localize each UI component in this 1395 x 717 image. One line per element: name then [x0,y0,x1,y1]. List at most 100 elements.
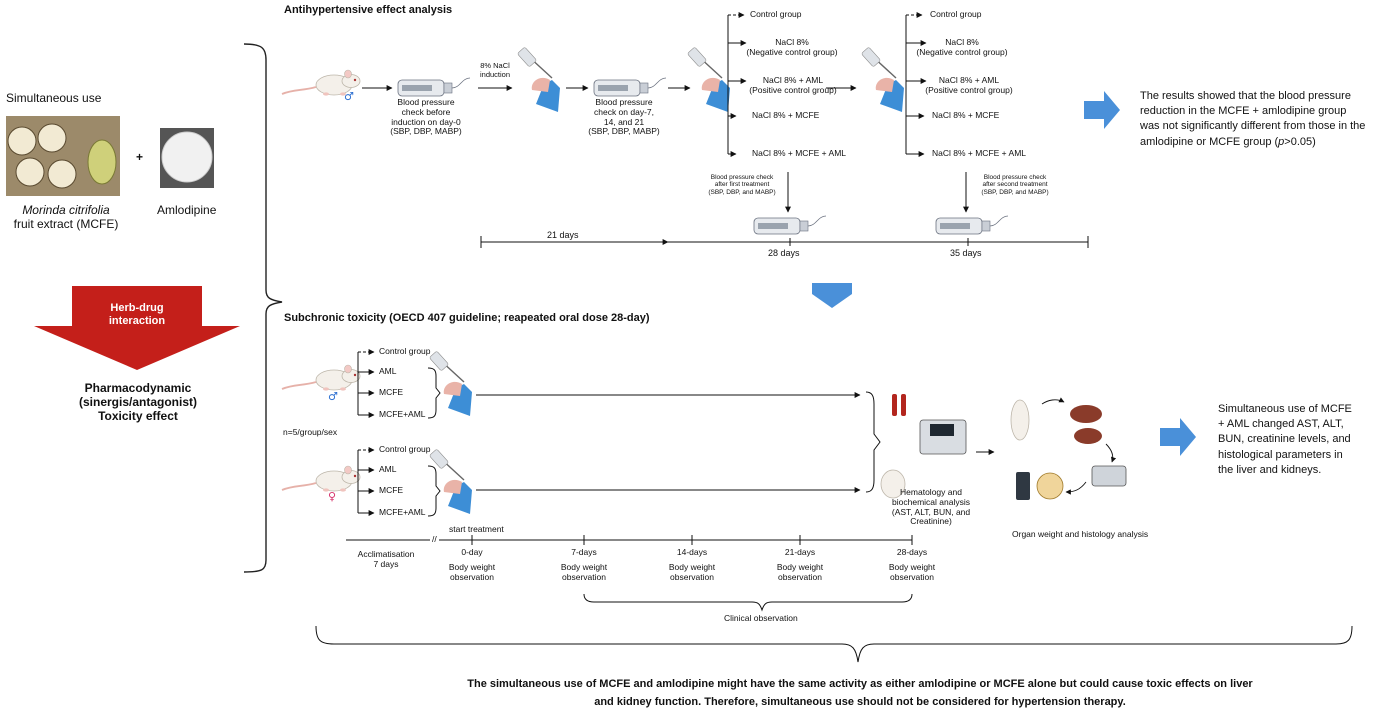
blue-arrow-down-between-sections [812,283,852,308]
tox-result-line-5: the liver and kidneys. [1218,463,1322,476]
male-control: Control group [379,346,431,356]
antihypertensive-title: Antihypertensive effect analysis [284,4,453,16]
bw28-line-1: Body weight [888,562,936,572]
bw14-line-1: Body weight [668,562,716,572]
hema-line-2: biochemical analysis [892,496,970,507]
blood-tube-icon-2 [901,394,906,416]
bp-first-line-1: Blood pressure check [710,174,774,181]
tox-result-line-1: Simultaneous use of MCFE [1218,403,1352,415]
bp-check2-line-1: Blood pressure [595,97,653,107]
conclusion-text: The simultaneous use of MCFE and amlodip… [300,676,1395,711]
bp-check2-label: Blood pressure check on day-7, 14, and 2… [582,97,666,137]
kidney-icon [1074,428,1102,444]
effects-line-3: Toxicity effect [98,408,178,423]
bw7-line-2: observation [562,571,606,582]
timeline-break-mark: // [430,534,439,545]
tox-result-line-4: histological parameters in [1218,448,1343,461]
cycle-arrow-1 [1041,397,1065,405]
bw28-line-2: observation [890,571,934,582]
conclusion-line-1: The simultaneous use of MCFE and amlodip… [467,678,1253,690]
conclusion-brace [315,625,1353,663]
days-35-label: 35 days [950,248,982,258]
g2-pos-line-1: NaCl 8% + AML [938,75,1000,85]
bp-device-icon-2 [593,77,667,97]
g2-neg: NaCl 8% (Negative control group) [908,37,1016,58]
bp-second-line-3: (SBP, DBP, and MABP) [981,188,1049,196]
male-group-brace [427,367,441,419]
bw7-line-1: Body weight [560,562,608,572]
bp-second-line-1: Blood pressure check [983,174,1047,181]
tox-result-text: Simultaneous use of MCFE + AML changed A… [1218,402,1352,478]
noni-whole-fruit [87,139,117,185]
syringe-hand-icon-2 [686,46,731,113]
effects-label: Pharmacodynamic (sinergis/antagonist) To… [20,381,256,423]
hema-line-4: Creatinine) [910,516,952,527]
clinical-observation-brace [583,593,913,612]
n-per-group-label: n=5/group/sex [283,427,338,437]
bp-before-label: Blood pressure check before induction on… [384,97,468,137]
hematology-label: Hematology and biochemical analysis (AST… [882,487,980,527]
female-symbol-tox: ♀ [328,490,336,503]
g1-mcfe: NaCl 8% + MCFE [752,110,820,120]
hema-line-3: (AST, ALT, BUN, and [891,506,971,517]
bp-before-line-1: Blood pressure [397,97,455,107]
noni-slice-3 [15,157,45,187]
blue-arrow-result-1 [1084,91,1120,129]
female-control: Control group [379,444,431,454]
bp-first-line-2: after first treatment [714,181,770,189]
blood-tube-icon-1 [892,394,897,416]
tox-result-line-3: BUN, creatinine levels, and [1218,433,1351,446]
acclimatisation-label: Acclimatisation 7 days [344,549,428,570]
bp-device-icon-3 [753,215,827,235]
syringe-hand-icon-1 [516,46,561,113]
bp-first-line-3: (SBP, DBP, and MABP) [708,188,776,196]
herb-drug-line-2: interaction [108,314,166,327]
male-aml: AML [379,366,397,376]
rat-head-icon [880,469,906,499]
male-mcfe: MCFE [379,387,404,397]
syringe-hand-icon-3 [860,46,905,113]
bw0-line-1: Body weight [448,562,496,572]
section-brace [243,43,283,573]
amlodipine-tablet [161,131,213,183]
histology-slide-icon [1036,472,1064,500]
start-treatment-label: start treatment [449,524,504,534]
nacl-induction-label: 8% NaCl induction [474,61,516,79]
g1-control: Control group [750,9,802,19]
bp-first-label: Blood pressure check after first treatme… [700,174,784,196]
rat-icon-male [281,364,361,392]
g2-pos-line-2: (Positive control group) [925,84,1013,95]
effects-line-1: Pharmacodynamic [84,381,192,395]
anti-result-line-1: The results showed that the blood pressu… [1140,90,1351,102]
cycle-arrow-2 [1105,443,1117,463]
g1-pos-line-1: NaCl 8% + AML [762,75,824,85]
herb-drug-interaction-arrow [34,286,240,370]
g1-neg-line-1: NaCl 8% [775,37,809,47]
clinical-observation-label: Clinical observation [724,613,798,623]
tick-label-7: 7-days [571,547,597,557]
female-mcfe-aml: MCFE+AML [379,507,426,517]
anti-result-line-2: reduction in the MCFE + amlodipine group [1140,105,1347,118]
bp-before-line-2: check before [401,106,451,117]
days-21-label: 21 days [547,230,579,240]
morinda-sub: fruit extract (MCFE) [13,216,119,231]
noni-slice-4 [47,159,77,189]
bw21-line-1: Body weight [776,562,824,572]
bp-check2-line-2: check on day-7, [593,106,654,117]
bw21-line-2: observation [778,571,822,582]
g2-pos: NaCl 8% + AML (Positive control group) [916,75,1022,96]
analyzer-screen-icon [930,424,954,436]
g2-mcfe-aml: NaCl 8% + MCFE + AML [932,148,1027,158]
g2-neg-line-1: NaCl 8% [945,37,979,47]
tick-label-21: 21-days [784,547,816,557]
female-aml: AML [379,464,397,474]
organ-weight-label: Organ weight and histology analysis [1012,529,1149,539]
bp-device-icon-1 [397,77,471,97]
acclimatisation-line-1: Acclimatisation [357,549,415,559]
tick-label-28: 28-days [896,547,928,557]
